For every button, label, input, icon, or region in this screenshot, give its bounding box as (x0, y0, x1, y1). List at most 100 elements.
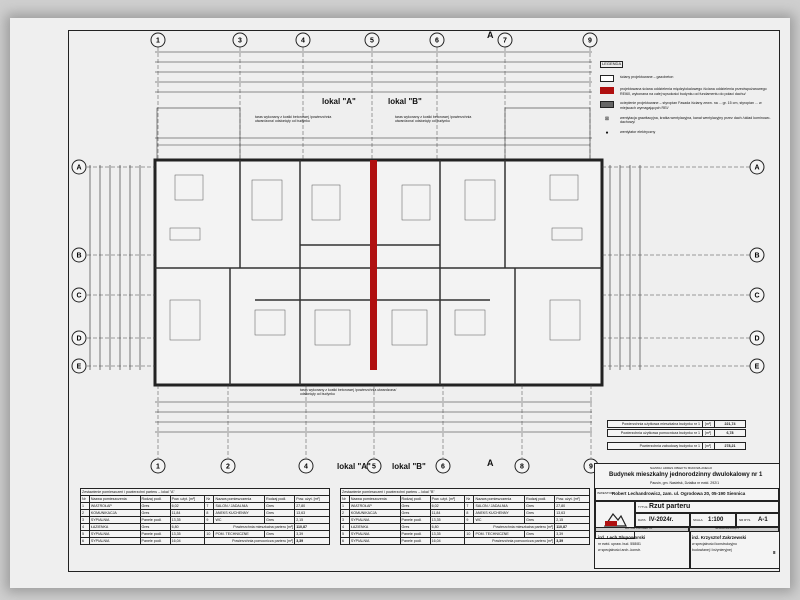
checker-specialty: w specjalności konstrukcyjno (692, 542, 737, 546)
table-cell: 5 (340, 530, 350, 538)
axis-bottom-2: 2 (220, 458, 236, 474)
table-cell: 6 (80, 537, 90, 545)
table-cell: 6,02 (429, 502, 466, 510)
table-cell: POM. TECHNICZNE (213, 530, 266, 538)
table-cell: 13,63 (294, 509, 330, 517)
scale: 1:100 (708, 517, 724, 523)
legend-swatch-red (600, 87, 614, 94)
title-caption: TYTUŁ: (638, 505, 649, 509)
fire-separation-wall (370, 160, 377, 370)
table-cell: 4 (80, 523, 90, 531)
svg-text:9: 9 (589, 464, 593, 471)
axis-bottom-4: 4 (298, 458, 314, 474)
area-value: 221,74 (724, 422, 736, 426)
svg-text:9: 9 (588, 38, 592, 45)
axis-right-B: B (749, 247, 765, 263)
column-header: Nazwa pomieszczenia (213, 495, 266, 503)
area-row: Powierzchnia zabudowy budynku nr 1[m²]27… (607, 442, 746, 450)
table-cell: Gres (264, 509, 296, 517)
svg-text:4: 4 (301, 38, 305, 45)
legend-text: wentylacja grawitacyjna, kratka wentylac… (620, 115, 771, 125)
area-label: Powierzchnia użytkowa mieszkalna budynku… (608, 421, 703, 427)
column-header: Pow. użyt. [m²] (294, 495, 330, 503)
table-cell: 1 (340, 502, 350, 510)
table-cell: Gres (264, 502, 296, 510)
table-cell: 11,84 (169, 509, 206, 517)
svg-text:D: D (76, 336, 81, 343)
column-header: Nr (80, 495, 90, 503)
legend-item: ocieplenie projektowane – styropian Fasa… (600, 101, 775, 110)
axis-top-6: 6 (429, 32, 445, 48)
column-header: Nazwa pomieszczenia (348, 495, 401, 503)
axis-bottom-1: 1 (150, 458, 166, 474)
table-cell: 27,80 (294, 502, 330, 510)
table-cell: WIATROŁAP (88, 502, 141, 510)
table-cell: SYPIALNIA (88, 537, 141, 545)
table-cell: 13,63 (554, 509, 590, 517)
column-header: Rodzaj podł. (524, 495, 556, 503)
table-cell: 6 (340, 537, 350, 545)
object-caption: NAZWA I ADRES OBIEKTU BUDOWLANEGO (650, 466, 713, 470)
axis-left-B: B (71, 247, 87, 263)
table-cell: 9 (464, 516, 475, 524)
area-unit: [m²] (703, 443, 715, 449)
table-cell: Panele podł. (139, 516, 171, 524)
table-cell: 2,15 (554, 516, 590, 524)
summary-label: Powierzchnia pomocnicza parteru [m²] (464, 537, 556, 545)
column-header: Pow. użyt. [m²] (429, 495, 466, 503)
terrace-right (504, 107, 591, 161)
terrace-note-b: taras wykonany z kostki betonowej /powie… (395, 115, 472, 124)
axis-bottom-6: 6 (435, 458, 451, 474)
terrace-note-a: taras wykonany z kostki betonowej /powie… (255, 115, 332, 124)
table-cell: Gres (524, 502, 556, 510)
table-cell: POM. TECHNICZNE (473, 530, 526, 538)
axis-left-D: D (71, 330, 87, 346)
svg-text:5: 5 (370, 38, 374, 45)
svg-text:3: 3 (238, 38, 242, 45)
table-cell: SALON / JADALNIA (473, 502, 526, 510)
furniture (169, 174, 583, 346)
table-cell: Gres (139, 502, 171, 510)
axis-bottom-8: 8 (514, 458, 530, 474)
axis-left-E: E (71, 358, 87, 374)
unit-b-label-bottom: lokal "B" (392, 462, 426, 471)
legend-item: projektowana ściana oddzielenia międzylo… (600, 87, 775, 96)
drawing-no-caption: NR RYS. (739, 518, 752, 522)
room-schedule-table: Zestawienie pomieszczeń i powierzchni pa… (80, 488, 330, 545)
area-row: Powierzchnia użytkowa pomocnicza budynku… (607, 429, 746, 437)
unit-a-label: lokal "A" (322, 97, 356, 106)
table-cell: SYPIALNIA (88, 516, 141, 524)
svg-text:B: B (76, 253, 81, 260)
table-cell: 7 (204, 502, 215, 510)
date: IV-2024r. (649, 517, 674, 523)
svg-text:8: 8 (520, 464, 524, 471)
svg-text:4: 4 (304, 464, 308, 471)
table-cell: Gres (524, 509, 556, 517)
table-cell: Gres (399, 509, 431, 517)
table-cell: ŁAZIENKA (88, 523, 141, 531)
table-cell: Gres (524, 516, 556, 524)
table-cell: KOMUNIKACJA (348, 509, 401, 517)
svg-text:C: C (754, 293, 759, 300)
object-name: Budynek mieszkalny jednorodzinny dwuloka… (609, 472, 763, 478)
author-specialty: w specjalności arch.-konstr. (598, 548, 641, 552)
table-title: Zestawienie pomieszczeń i powierzchni pa… (340, 488, 590, 496)
svg-text:E: E (755, 364, 760, 371)
svg-text:2: 2 (226, 464, 230, 471)
table-cell: 10 (204, 530, 215, 538)
area-label: Powierzchnia zabudowy budynku nr 1 (608, 443, 703, 449)
svg-text:7: 7 (503, 38, 507, 45)
svg-text:1: 1 (156, 38, 160, 45)
axis-right-E: E (749, 358, 765, 374)
date-caption: DATA: (638, 518, 647, 522)
table-cell: Panele podł. (139, 530, 171, 538)
axis-top-5: 5 (364, 32, 380, 48)
column-header: Rodzaj podł. (264, 495, 296, 503)
